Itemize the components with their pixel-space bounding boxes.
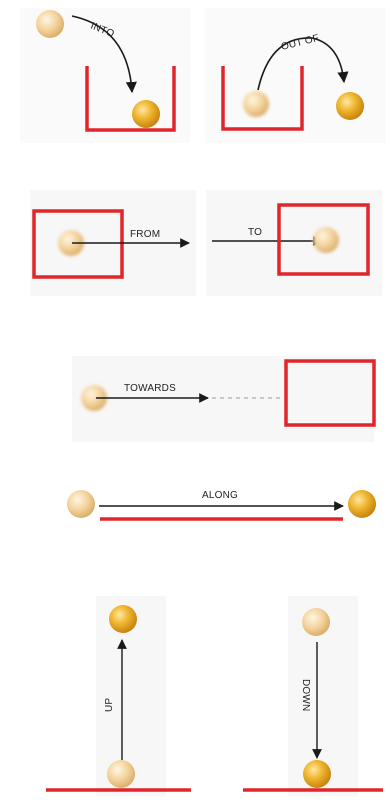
panel-from: FROM [30,190,196,296]
ball-dark [132,100,160,128]
panel-down: DOWN [243,596,383,796]
panel-out-of: OUT OF [205,8,385,143]
target-box [284,359,376,427]
panel-along: ALONG [67,490,376,521]
ball-dark [109,605,137,633]
ball-light [243,91,269,117]
ball-light [58,230,84,256]
container-box [221,66,304,131]
label-to: TO [248,227,262,238]
label-up: UP [104,698,115,712]
container-box [85,66,176,132]
ball-dark [336,92,364,120]
curved-arrow [71,15,137,94]
panel-background [72,356,374,442]
container-box [32,209,124,279]
ball-light [36,10,64,38]
ball-light [302,608,330,636]
panel-towards: TOWARDS [72,356,376,442]
ball-dark [348,490,376,518]
ball-light [67,490,95,518]
panel-background [205,8,385,143]
ball-light [313,227,339,253]
label-down: DOWN [300,679,311,711]
panel-up: UP [46,596,191,796]
label-from: FROM [130,229,160,240]
panel-to: TO [206,190,382,296]
label-towards: TOWARDS [124,383,176,394]
ball-dark [303,760,331,788]
panel-background [206,190,382,296]
curved-arrow [257,37,349,91]
panel-into: INTO [20,8,190,143]
ball-light [107,760,135,788]
label-along: ALONG [202,490,238,501]
container-box [277,203,370,276]
ball-light [81,385,107,411]
